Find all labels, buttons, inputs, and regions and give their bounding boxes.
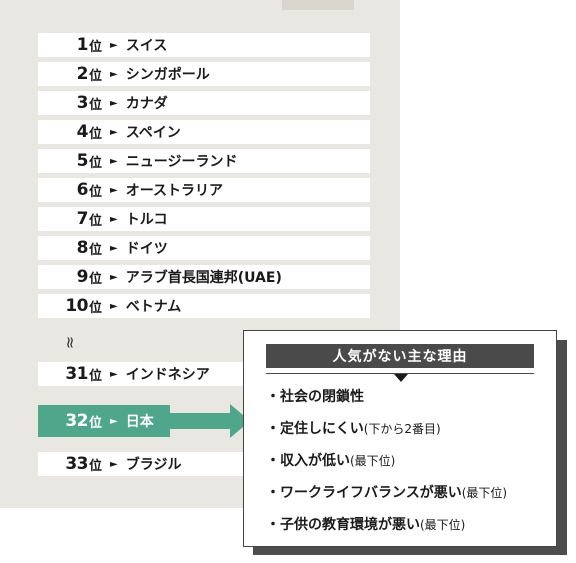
country-name: トルコ	[125, 212, 168, 228]
rank-number: 9	[76, 267, 89, 287]
triangle-right-icon: ►	[110, 184, 118, 196]
triangle-right-icon: ►	[110, 155, 118, 167]
triangle-right-icon: ►	[110, 300, 118, 312]
reason-item: ・収入が低い(最下位)	[266, 450, 395, 470]
reason-text: ・社会の閉鎖性	[266, 389, 364, 405]
reason-text: ・ワークライフバランスが悪い	[266, 485, 462, 501]
triangle-right-icon: ►	[110, 126, 118, 138]
triangle-right-icon: ►	[110, 213, 118, 225]
rank-suffix: 位	[89, 184, 103, 200]
triangle-right-icon: ►	[110, 97, 118, 109]
country-name: ドイツ	[125, 241, 168, 257]
rank-suffix: 位	[89, 97, 103, 113]
rank-number: 8	[76, 238, 89, 258]
caret-down-icon	[394, 374, 408, 382]
title-underline	[266, 373, 534, 374]
rank-suffix: 位	[89, 242, 103, 258]
reason-item: ・定住しにくい(下から2番目)	[266, 418, 441, 438]
triangle-right-icon: ►	[110, 271, 118, 283]
pointer-arrow-shaft	[170, 413, 232, 429]
country-name: ベトナム	[125, 299, 182, 315]
country-name: ニュージーランド	[125, 154, 238, 170]
reason-note: (最下位)	[420, 518, 466, 532]
rank-number: 7	[76, 209, 89, 229]
reasons-title: 人気がない主な理由	[266, 344, 534, 368]
rank-number: 5	[76, 151, 89, 171]
country-name: ブラジル	[125, 457, 182, 473]
rank-number: 32	[65, 411, 88, 431]
omission-mark: ≈	[61, 335, 81, 350]
rank-suffix: 位	[89, 68, 103, 84]
triangle-right-icon: ►	[110, 68, 118, 80]
reason-item: ・子供の教育環境が悪い(最下位)	[266, 514, 465, 534]
rank-suffix: 位	[89, 213, 103, 229]
rank-suffix: 位	[89, 271, 103, 287]
rank-number: 31	[65, 364, 88, 384]
reason-item: ・ワークライフバランスが悪い(最下位)	[266, 482, 507, 502]
country-name: シンガポール	[125, 67, 210, 83]
rank-number: 10	[65, 296, 88, 316]
country-name: スペイン	[125, 125, 181, 141]
rank-suffix: 位	[89, 368, 103, 384]
rank-suffix: 位	[89, 300, 103, 316]
rank-suffix: 位	[89, 415, 103, 431]
country-name: アラブ首長国連邦(UAE)	[125, 270, 282, 286]
country-name: スイス	[125, 38, 168, 54]
rank-number: 3	[76, 93, 89, 113]
rank-number: 4	[76, 122, 89, 142]
country-name: 日本	[125, 414, 154, 430]
reason-text: ・子供の教育環境が悪い	[266, 517, 420, 533]
triangle-right-icon: ►	[110, 415, 118, 427]
reasons-callout: 人気がない主な理由 ・社会の閉鎖性 ・定住しにくい(下から2番目) ・収入が低い…	[243, 330, 557, 547]
reason-note: (最下位)	[350, 454, 396, 468]
country-name: インドネシア	[125, 367, 210, 383]
panel-top-tab	[282, 0, 354, 10]
reason-text: ・収入が低い	[266, 453, 350, 469]
reason-text: ・定住しにくい	[266, 421, 364, 437]
rank-number: 2	[76, 64, 89, 84]
triangle-right-icon: ►	[110, 458, 118, 470]
country-name: カナダ	[125, 96, 168, 112]
rank-number: 33	[65, 454, 88, 474]
rank-suffix: 位	[89, 458, 103, 474]
reason-item: ・社会の閉鎖性	[266, 386, 364, 406]
triangle-right-icon: ►	[110, 242, 118, 254]
triangle-right-icon: ►	[110, 39, 118, 51]
rank-suffix: 位	[89, 126, 103, 142]
rank-number: 6	[76, 180, 89, 200]
rank-number: 1	[76, 35, 89, 55]
rank-suffix: 位	[89, 155, 103, 171]
triangle-right-icon: ►	[110, 368, 118, 380]
country-name: オーストラリア	[125, 183, 224, 199]
reason-note: (下から2番目)	[363, 422, 441, 436]
rank-suffix: 位	[89, 39, 103, 55]
reason-note: (最下位)	[461, 486, 508, 500]
